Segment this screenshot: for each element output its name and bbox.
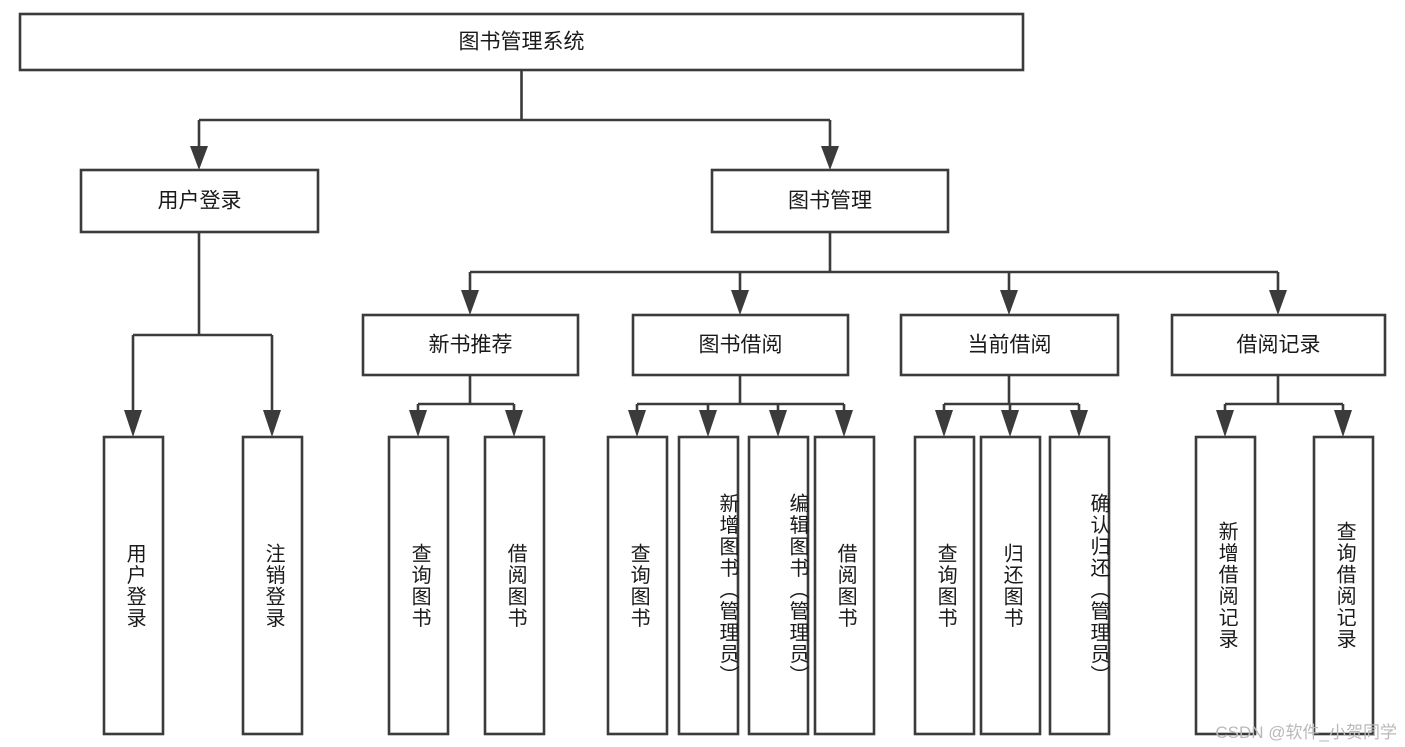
arrow-icon-leaf-borrow-book-2 bbox=[835, 410, 853, 437]
arrow-icon-new-book-recommend bbox=[461, 290, 479, 315]
arrow-icon-current-borrow bbox=[1000, 290, 1018, 315]
connector-group-current-borrow bbox=[935, 375, 1088, 437]
connector-group-root bbox=[190, 70, 839, 170]
arrow-icon-book-borrow bbox=[731, 290, 749, 315]
arrow-icon-leaf-add-record bbox=[1216, 410, 1234, 437]
node-book-borrow[interactable]: 图书借阅 bbox=[631, 313, 850, 377]
leaf-box-group bbox=[102, 435, 1375, 736]
node-book-manage-box[interactable] bbox=[710, 168, 950, 234]
node-borrow-record[interactable]: 借阅记录 bbox=[1170, 313, 1387, 377]
connector-group-borrow-record bbox=[1216, 375, 1352, 437]
node-book-manage-label: 图书管理 bbox=[788, 190, 872, 213]
node-user-login-box[interactable] bbox=[79, 168, 320, 234]
node-current-borrow[interactable]: 当前借阅 bbox=[899, 313, 1120, 377]
arrow-icon-leaf-query-book-2 bbox=[628, 410, 646, 437]
leaf-box-logout[interactable] bbox=[241, 435, 304, 736]
arrow-icon-leaf-add-book bbox=[699, 410, 717, 437]
node-new-book-recommend-box[interactable] bbox=[361, 313, 580, 377]
arrow-icon-borrow-record bbox=[1269, 290, 1287, 315]
node-root-label: 图书管理系统 bbox=[459, 31, 585, 54]
connector-group-user-login bbox=[124, 232, 281, 437]
leaf-box-query-book-3[interactable] bbox=[913, 435, 976, 736]
node-user-login[interactable]: 用户登录 bbox=[79, 168, 320, 234]
node-book-manage[interactable]: 图书管理 bbox=[710, 168, 950, 234]
arrow-icon-to-book-manage bbox=[821, 146, 839, 170]
arrow-icon-leaf-logout bbox=[263, 410, 281, 437]
arrow-icon-leaf-query-book-1 bbox=[409, 410, 427, 437]
node-user-login-label: 用户登录 bbox=[158, 190, 242, 213]
leaf-box-add-book[interactable] bbox=[677, 435, 740, 736]
node-current-borrow-label: 当前借阅 bbox=[968, 334, 1052, 357]
leaf-box-add-record[interactable] bbox=[1194, 435, 1257, 736]
node-new-book-recommend-label: 新书推荐 bbox=[429, 334, 513, 357]
leaf-box-edit-book[interactable] bbox=[747, 435, 810, 736]
arrow-icon-to-user-login bbox=[190, 146, 208, 170]
arrow-icon-leaf-confirm-return bbox=[1070, 410, 1088, 437]
node-book-borrow-label: 图书借阅 bbox=[699, 334, 783, 357]
node-current-borrow-box[interactable] bbox=[899, 313, 1120, 377]
connector-group-book-borrow bbox=[628, 375, 853, 437]
node-root-box[interactable] bbox=[18, 12, 1025, 72]
leaf-box-borrow-book-1[interactable] bbox=[483, 435, 546, 736]
node-root[interactable]: 图书管理系统 bbox=[18, 12, 1025, 72]
leaf-box-query-record[interactable] bbox=[1312, 435, 1375, 736]
arrow-icon-leaf-user-login bbox=[124, 410, 142, 437]
node-book-borrow-box[interactable] bbox=[631, 313, 850, 377]
connector-group-book-manage bbox=[461, 232, 1287, 315]
arrow-icon-leaf-return-book bbox=[1001, 410, 1019, 437]
arrow-icon-leaf-borrow-book-1 bbox=[505, 410, 523, 437]
leaf-box-query-book-1[interactable] bbox=[387, 435, 450, 736]
arrow-icon-leaf-edit-book bbox=[769, 410, 787, 437]
leaf-box-return-book[interactable] bbox=[979, 435, 1042, 736]
arrow-icon-leaf-query-record bbox=[1334, 410, 1352, 437]
node-new-book-recommend[interactable]: 新书推荐 bbox=[361, 313, 580, 377]
connector-group-new-book-recommend bbox=[409, 375, 523, 437]
node-borrow-record-box[interactable] bbox=[1170, 313, 1387, 377]
leaf-box-user-login[interactable] bbox=[102, 435, 165, 736]
arrow-icon-leaf-query-book-3 bbox=[935, 410, 953, 437]
leaf-box-borrow-book-2[interactable] bbox=[813, 435, 876, 736]
node-borrow-record-label: 借阅记录 bbox=[1237, 334, 1321, 357]
leaf-box-confirm-return[interactable] bbox=[1048, 435, 1111, 736]
leaf-box-query-book-2[interactable] bbox=[606, 435, 669, 736]
